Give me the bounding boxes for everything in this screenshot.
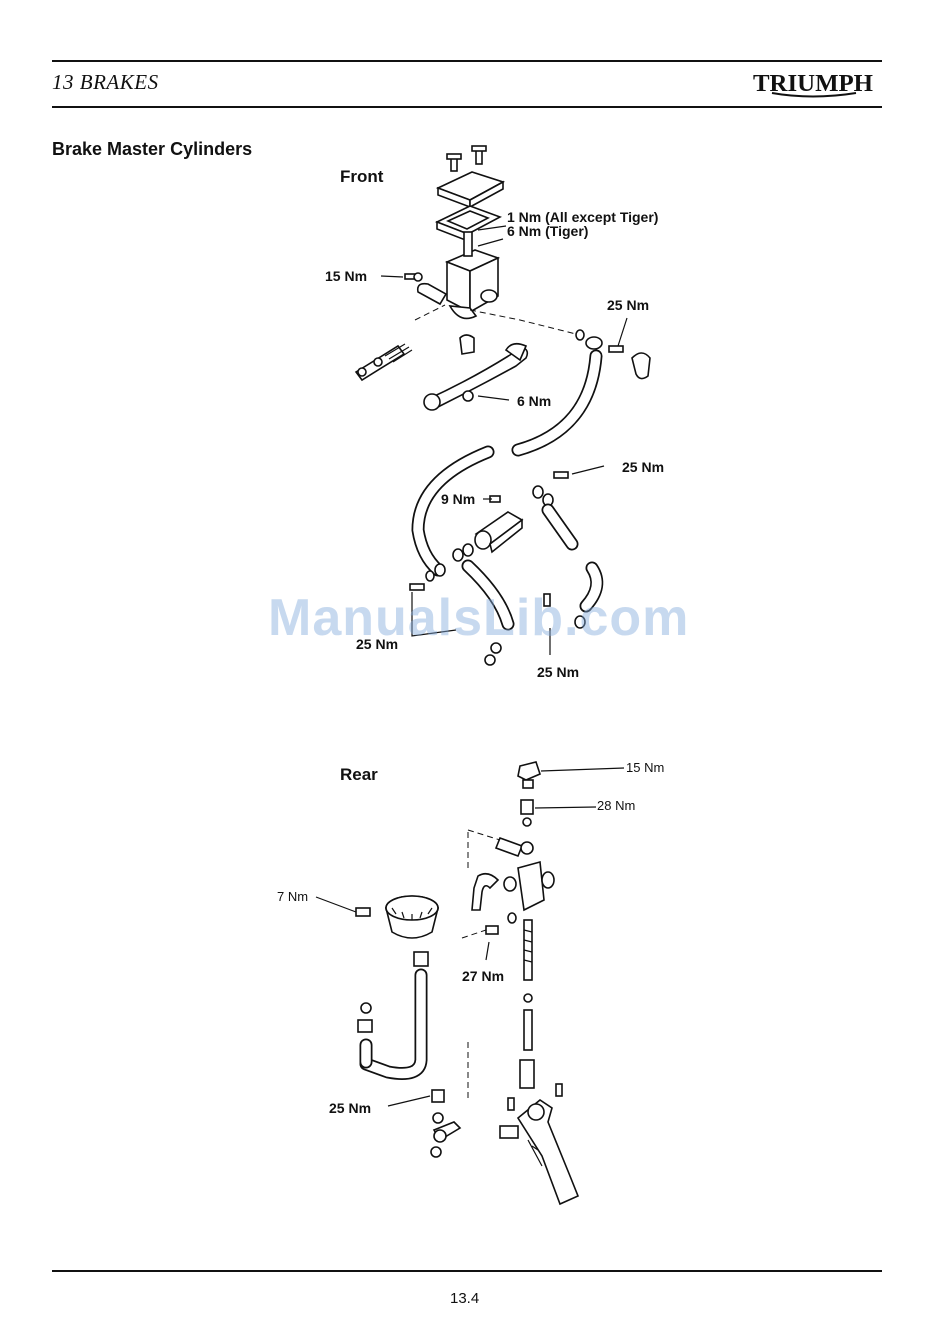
torque-clamp-bolt: 15 Nm bbox=[325, 268, 367, 284]
torque-junction-bolt: 9 Nm bbox=[441, 491, 475, 507]
torque-reservoir-screw: 7 Nm bbox=[277, 889, 308, 904]
page-number: 13.4 bbox=[450, 1290, 479, 1307]
torque-switch: 15 Nm bbox=[626, 760, 664, 775]
torque-lever-nut: 6 Nm bbox=[517, 393, 551, 409]
torque-mount-bolt: 27 Nm bbox=[462, 968, 504, 984]
torque-reservoir-cap-2: 6 Nm (Tiger) bbox=[507, 223, 588, 239]
footer-rule bbox=[52, 1270, 882, 1272]
front-label: Front bbox=[340, 167, 383, 187]
cap-screws bbox=[447, 146, 486, 171]
torque-banjo-upper: 25 Nm bbox=[607, 297, 649, 313]
torque-rear-banjo: 25 Nm bbox=[329, 1100, 371, 1116]
torque-union: 28 Nm bbox=[597, 798, 635, 813]
rear-label: Rear bbox=[340, 765, 378, 785]
torque-banjo-lower-right: 25 Nm bbox=[537, 664, 579, 680]
watermark: ManualsLib.com bbox=[268, 588, 689, 648]
torque-banjo-right: 25 Nm bbox=[622, 459, 664, 475]
